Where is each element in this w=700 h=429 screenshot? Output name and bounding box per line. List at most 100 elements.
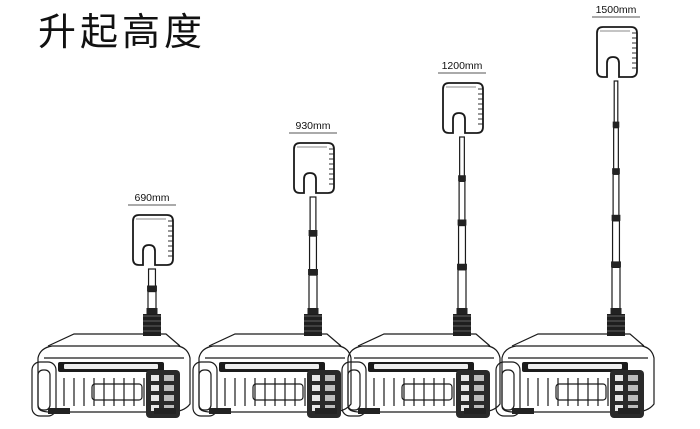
panel-indicator <box>325 375 335 381</box>
case-foot <box>48 408 70 414</box>
panel-indicator <box>628 395 638 401</box>
mast-collar <box>143 314 161 336</box>
case-outline <box>501 345 655 413</box>
section-clamp <box>147 285 157 292</box>
panel-switch <box>461 375 469 381</box>
section-clamp <box>307 308 319 314</box>
panel-indicator <box>325 395 335 401</box>
mast-section <box>611 266 621 315</box>
light-tower-unit: 1500mm <box>495 4 655 418</box>
lamp-housing <box>442 82 484 134</box>
panel-switch <box>151 375 159 381</box>
panel-switch <box>151 395 159 401</box>
handle-recess <box>555 383 607 401</box>
left-endcap-inner <box>347 369 361 411</box>
mast-section <box>458 180 466 227</box>
case-outline <box>37 345 191 413</box>
case-body <box>192 333 352 418</box>
case-body <box>31 333 191 418</box>
light-tower-unit: 690mm <box>31 192 191 418</box>
lamp-head <box>442 82 484 134</box>
case-body <box>495 333 655 418</box>
light-tower-unit: 930mm <box>192 120 352 418</box>
case-lid <box>208 333 342 347</box>
panel-indicator <box>325 385 335 391</box>
section-clamp <box>146 308 158 314</box>
section-clamp <box>612 168 620 175</box>
section-clamp <box>308 269 318 275</box>
case-outline <box>347 345 501 413</box>
section-clamp <box>456 308 468 314</box>
case-foot <box>618 408 640 414</box>
panel-indicator <box>164 395 174 401</box>
case-body <box>341 333 501 418</box>
panel-indicator <box>628 375 638 381</box>
case-lid <box>357 333 491 347</box>
section-clamp <box>457 219 467 226</box>
panel-indicator <box>474 385 484 391</box>
lamp-housing <box>293 142 335 194</box>
section-clamp <box>611 214 621 221</box>
section-clamp <box>611 261 621 268</box>
panel-switch <box>615 385 623 391</box>
section-clamp <box>457 263 467 270</box>
case-foot <box>209 408 231 414</box>
panel-switch <box>461 385 469 391</box>
handle-recess <box>252 383 304 401</box>
panel-indicator <box>164 385 174 391</box>
handle-highlight <box>528 364 622 369</box>
case-lid <box>511 333 645 347</box>
height-label: 930mm <box>295 120 330 132</box>
left-endcap-inner <box>198 369 212 411</box>
section-clamp <box>610 308 622 314</box>
handle-highlight <box>64 364 158 369</box>
mast-collar <box>304 314 322 336</box>
height-label: 690mm <box>134 192 169 204</box>
height-label: 1500mm <box>596 4 637 16</box>
panel-indicator <box>628 385 638 391</box>
left-endcap <box>495 361 521 417</box>
section-clamp <box>308 230 318 236</box>
lamp-head <box>596 26 638 78</box>
panel-switch <box>461 395 469 401</box>
panel-indicator <box>474 395 484 401</box>
panel-switch <box>615 375 623 381</box>
panel-switch <box>312 395 320 401</box>
mast-section <box>613 126 619 175</box>
handle-recess <box>401 383 453 401</box>
case-foot <box>154 408 176 414</box>
lamp-head <box>293 142 335 194</box>
handle-highlight <box>374 364 468 369</box>
left-endcap <box>31 361 57 417</box>
lamp-housing <box>132 214 174 266</box>
handle-recess <box>91 383 143 401</box>
panel-switch <box>312 385 320 391</box>
case-outline <box>198 345 352 413</box>
mast-section <box>613 80 619 129</box>
case-foot <box>358 408 380 414</box>
panel-switch <box>151 385 159 391</box>
left-endcap-inner <box>37 369 51 411</box>
lamp-head <box>132 214 174 266</box>
case-foot <box>512 408 534 414</box>
mast-section <box>611 220 621 269</box>
panel-switch <box>615 395 623 401</box>
height-label: 1200mm <box>442 60 483 72</box>
panel-switch <box>312 375 320 381</box>
handle-highlight <box>225 364 319 369</box>
mast-section <box>459 136 465 182</box>
left-endcap <box>341 361 367 417</box>
left-endcap <box>192 361 218 417</box>
section-clamp <box>458 175 466 182</box>
mast-collar <box>607 314 625 336</box>
panel-indicator <box>164 375 174 381</box>
case-foot <box>315 408 337 414</box>
lamp-housing <box>596 26 638 78</box>
mast-section <box>457 269 467 315</box>
mast-section <box>612 173 620 222</box>
left-endcap-inner <box>501 369 515 411</box>
light-tower-unit: 1200mm <box>341 60 501 418</box>
page-title: 升起高度 <box>38 10 207 54</box>
